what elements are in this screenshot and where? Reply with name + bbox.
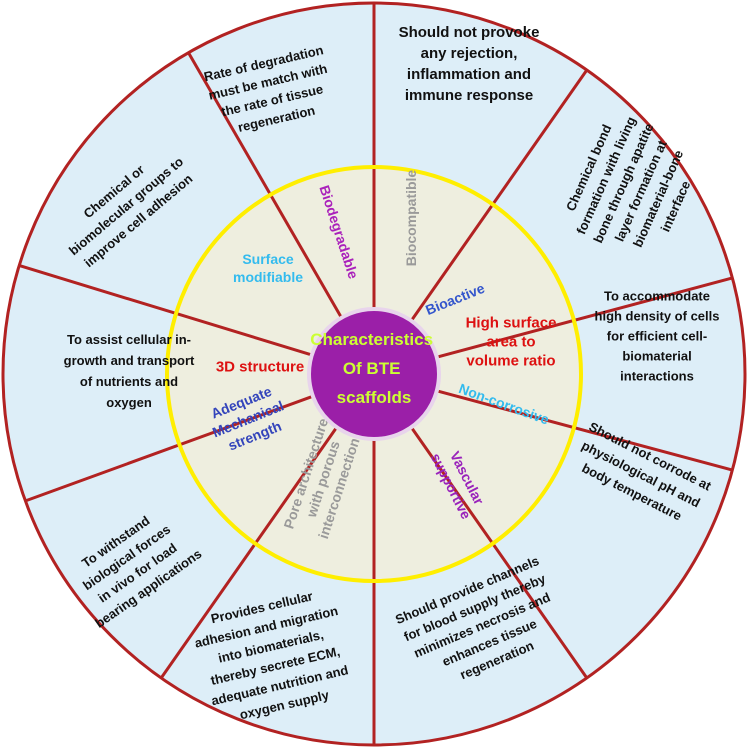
segment-property-label-line: Surface (242, 251, 294, 267)
segment-description-line: high density of cells (595, 309, 720, 324)
segment-description-line: immune response (405, 87, 533, 104)
segment-description-line: biomaterial (622, 349, 691, 364)
segment-divider-8 (23, 394, 316, 503)
segment-divider-4 (434, 388, 734, 472)
segment-description-line: interactions (620, 369, 694, 384)
center-title-line-2: Of BTE (343, 359, 401, 378)
segment-description: Should not provoke any rejection, inflamma… (399, 24, 540, 104)
segment-property-label-line: modifiable (233, 269, 303, 285)
segment-8: 3D structure To assist cellular in-growth… (64, 332, 305, 410)
center-title-line-1: Characteristics (310, 330, 433, 349)
segment-property-label-line: area to (486, 333, 535, 350)
segment-3: High surface area to volume ratio To accomm… (466, 289, 720, 384)
segment-description-line: To assist cellular in- (67, 332, 191, 347)
segment-1: Biocompatible Should not provoke any rejec… (399, 24, 540, 266)
segment-description-line: growth and transport (64, 353, 195, 368)
segment-description: To assist cellular in-growth and transpo… (64, 332, 195, 410)
segment-divider-9 (17, 263, 315, 358)
segment-divider-7 (159, 424, 340, 680)
segment-description-line: Should not provoke (399, 24, 540, 41)
segment-description-line: of nutrients and (80, 374, 178, 389)
segment-property-label-line: Biocompatible (403, 170, 419, 267)
segment-property-label-line: High surface (466, 314, 557, 331)
segment-description-line: oxygen (106, 395, 152, 410)
center-title: Characteristics Of BTE scaffolds (310, 330, 438, 407)
segment-property-label: 3D structure (216, 358, 304, 375)
segment-divider-3 (434, 276, 734, 360)
segment-property-label: Biocompatible (403, 170, 419, 267)
segment-description-line: for efficient cell- (607, 329, 707, 344)
segment-description-line: To accommodate (604, 289, 710, 304)
inner-circle-border (165, 165, 583, 583)
segment-divider-2 (408, 68, 589, 324)
segment-description-line: inflammation and (407, 66, 531, 83)
segment-description: To accommodate high density of cells for e… (595, 289, 720, 384)
segment-property-label: Surface modifiable (233, 251, 303, 285)
center-title-line-3: scaffolds (337, 388, 412, 407)
center-circle (307, 307, 441, 441)
segment-description-line: any rejection, (421, 45, 518, 62)
segment-property-label-line: 3D structure (216, 358, 304, 375)
segment-divider-10 (186, 51, 344, 321)
segment-property-label: High surface area to volume ratio (466, 314, 557, 369)
segment-divider-5 (408, 424, 589, 680)
segment-property-label-line: volume ratio (466, 352, 555, 369)
